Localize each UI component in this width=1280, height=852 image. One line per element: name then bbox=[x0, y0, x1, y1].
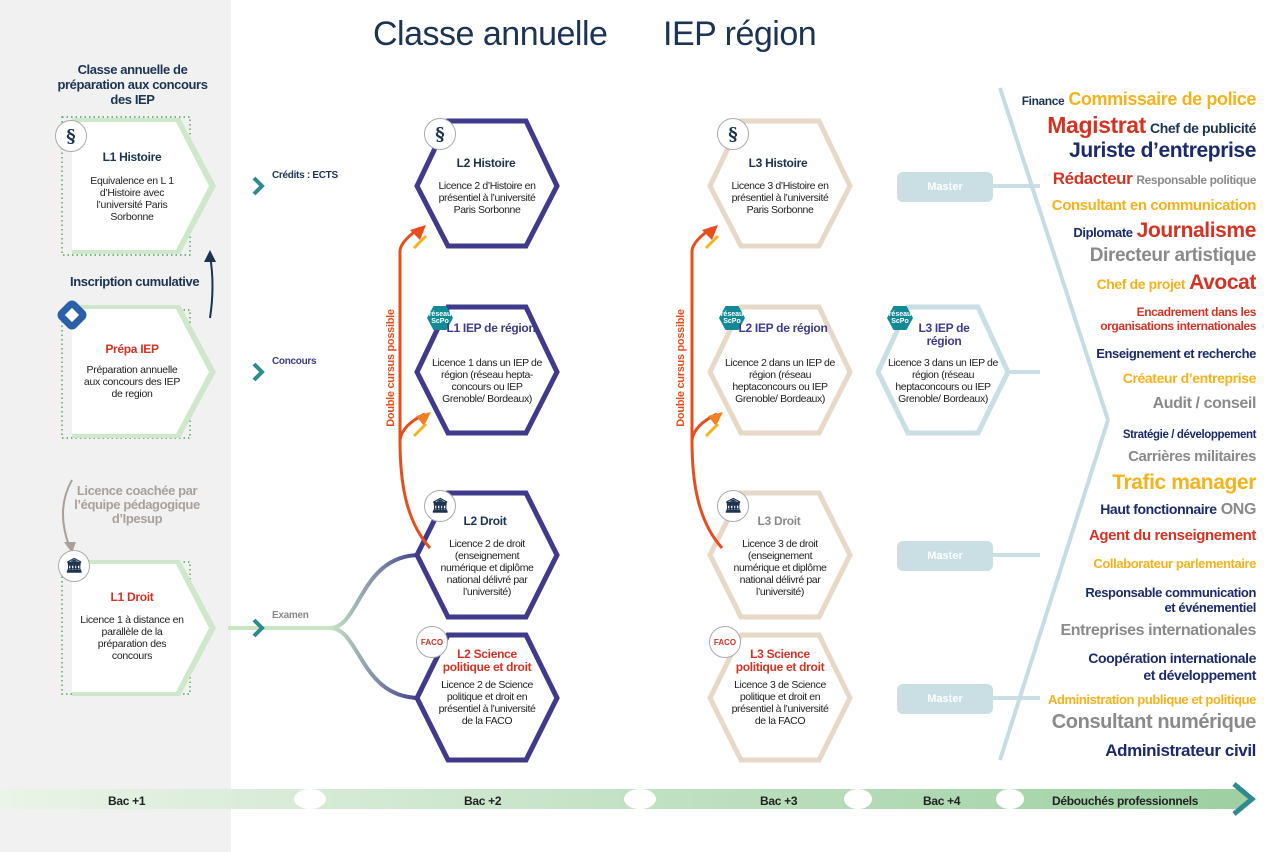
card-title-prepa-iep: Prépa IEP bbox=[105, 342, 159, 356]
hex2-body-3: Licence 2 de Science politique et droit … bbox=[438, 679, 536, 727]
debouches-bracket bbox=[998, 87, 1110, 761]
hex2-title-3: L2 Science politique et droit bbox=[442, 647, 532, 674]
job-line-0: Finance Commissaire de police bbox=[1021, 89, 1257, 109]
scpo-icon: réseau ScPo bbox=[427, 306, 453, 330]
hex2-title-2: L2 Droit bbox=[463, 514, 507, 528]
licence-coachee: Licence coachée par l’équipe pédagogique… bbox=[74, 483, 200, 526]
master-box-droit: Master bbox=[897, 541, 993, 571]
sorbonne-icon: § bbox=[55, 120, 87, 152]
hex3-body-0: Licence 3 d’Histoire en présentiel à l’u… bbox=[731, 180, 829, 216]
hex4-title: L3 IEP de région bbox=[918, 321, 970, 348]
master-box-histoire: Master bbox=[897, 172, 993, 202]
hex2-body-0: Licence 2 d’Histoire en présentiel à l’u… bbox=[438, 180, 536, 216]
hex-l3-histoire bbox=[707, 118, 853, 249]
double-cursus-label-2: Double cursus possible bbox=[675, 309, 687, 427]
job-line-15: Haut fonctionnaire ONG bbox=[1100, 501, 1256, 518]
job-line-9: Enseignement et recherche bbox=[1096, 346, 1256, 361]
scpo-icon: réseau ScPo bbox=[887, 306, 913, 330]
job-line-17: Collaborateur parlementaire bbox=[1093, 556, 1256, 571]
hex2-body-1: Licence 1 dans un IEP de région (réseau … bbox=[432, 357, 542, 405]
hex3-body-2: Licence 3 de droit (enseignement numériq… bbox=[733, 538, 827, 598]
timeline-bac3: Bac +3 bbox=[760, 794, 798, 808]
sorbonne-icon: § bbox=[717, 118, 749, 150]
job-line-22: Consultant numérique bbox=[1051, 711, 1257, 733]
job-line-1: Magistrat Chef de publicité bbox=[1047, 112, 1256, 138]
timeline-bac1: Bac +1 bbox=[108, 794, 146, 808]
card-title-l1-droit: L1 Droit bbox=[110, 590, 154, 604]
hex4-body: Licence 3 dans un IEP de région (réseau … bbox=[888, 357, 998, 405]
job-line-3: Rédacteur Responsable politique bbox=[1052, 169, 1257, 188]
job-line-12: Stratégie / développement bbox=[1122, 429, 1257, 441]
faco-icon: FACO bbox=[416, 626, 448, 658]
job-line-4: Consultant en communication bbox=[1051, 197, 1257, 214]
hex-l2-histoire bbox=[414, 118, 560, 249]
master-box-scipo: Master bbox=[897, 684, 993, 714]
job-line-16: Agent du renseignement bbox=[1088, 527, 1256, 544]
hex-l3-scipo bbox=[707, 632, 853, 763]
hex3-body-3: Licence 3 de Science politique et droit … bbox=[731, 679, 829, 727]
hex-l2-droit bbox=[414, 490, 560, 620]
job-line-13: Carrières militaires bbox=[1128, 448, 1256, 465]
hex-l3-droit bbox=[707, 490, 853, 620]
timeline-bac2: Bac +2 bbox=[464, 794, 502, 808]
double-cursus-label-1: Double cursus possible bbox=[385, 309, 397, 427]
job-line-5: Diplomate Journalisme bbox=[1073, 219, 1256, 242]
hex-l3-iep bbox=[875, 304, 1011, 436]
hex3-body-1: Licence 2 dans un IEP de région (réseau … bbox=[725, 357, 835, 405]
job-line-2: Juriste d’entreprise bbox=[1069, 139, 1256, 162]
double-cursus-arrows-1 bbox=[398, 225, 432, 549]
job-line-18: Responsable communication et événementie… bbox=[1085, 585, 1256, 615]
left-header: Classe annuelle de préparation aux conco… bbox=[57, 62, 208, 107]
double-cursus-arrows-2 bbox=[690, 225, 724, 549]
building-icon: 🏛 bbox=[424, 490, 456, 522]
job-line-20: Coopération internationale et développem… bbox=[1088, 650, 1256, 683]
hex2-title-1: L1 IEP de région bbox=[446, 321, 536, 335]
scpo-icon: réseau ScPo bbox=[719, 306, 745, 330]
hex3-title-2: L3 Droit bbox=[757, 514, 801, 528]
job-line-7: Chef de projet Avocat bbox=[1096, 271, 1257, 294]
building-icon: 🏛 bbox=[717, 490, 749, 522]
job-line-21: Administration publique et politique bbox=[1047, 692, 1256, 707]
hex2-body-2: Licence 2 de droit (enseignement numériq… bbox=[440, 538, 534, 598]
tag-concours: Concours bbox=[272, 356, 317, 367]
hex3-title-0: L3 Histoire bbox=[748, 156, 808, 170]
tag-examen: Examen bbox=[272, 610, 309, 621]
inscription-cumulative: Inscription cumulative bbox=[70, 274, 200, 289]
card-body-l1-histoire: Equivalence en L 1 d’Histoire avec l’uni… bbox=[90, 175, 174, 223]
tag-credits-ects: Crédits : ECTS bbox=[272, 170, 338, 181]
hex3-title-1: L2 IEP de région bbox=[738, 321, 828, 335]
building-icon: 🏛 bbox=[58, 550, 90, 582]
card-body-l1-droit: Licence 1 à distance en parallèle de la … bbox=[80, 614, 184, 662]
job-line-10: Créateur d’entreprise bbox=[1122, 370, 1257, 386]
card-body-prepa-iep: Préparation annuelle aux concours des IE… bbox=[83, 364, 181, 400]
hex-l2-scipo bbox=[414, 632, 560, 763]
card-title-l1-histoire: L1 Histoire bbox=[102, 150, 162, 164]
job-line-11: Audit / conseil bbox=[1152, 395, 1257, 412]
hex-l2-iep bbox=[707, 304, 853, 436]
job-line-19: Entreprises internationales bbox=[1060, 622, 1257, 639]
job-line-14: Trafic manager bbox=[1112, 471, 1256, 494]
timeline-debouches: Débouchés professionnels bbox=[1052, 794, 1199, 808]
faco-icon: FACO bbox=[709, 626, 741, 658]
hex-l1-iep bbox=[414, 304, 560, 436]
ipesup-logo bbox=[57, 300, 87, 330]
hex3-title-3: L3 Science politique et droit bbox=[735, 647, 825, 674]
job-line-6: Directeur artistique bbox=[1089, 245, 1257, 266]
job-line-23: Administrateur civil bbox=[1105, 741, 1256, 760]
card-outline-histoire bbox=[61, 116, 191, 256]
hex2-title-0: L2 Histoire bbox=[456, 156, 516, 170]
title-classe-annuelle: Classe annuelle bbox=[373, 15, 608, 53]
timeline-bac4: Bac +4 bbox=[923, 794, 961, 808]
title-iep-region: IEP région bbox=[663, 15, 817, 53]
job-line-8: Encadrement dans les organisations inter… bbox=[1100, 305, 1256, 333]
timeline-bar bbox=[0, 782, 1256, 816]
sorbonne-icon: § bbox=[424, 118, 456, 150]
